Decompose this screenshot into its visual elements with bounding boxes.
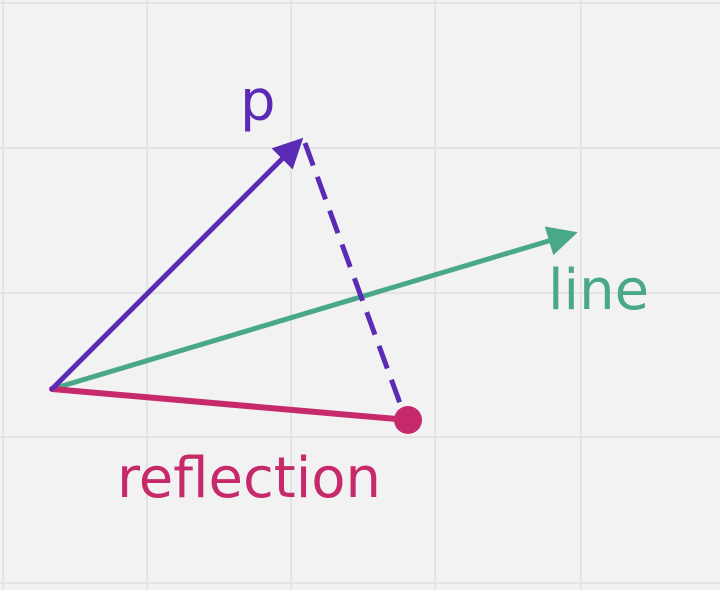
p-label: p bbox=[240, 69, 276, 134]
p-vector bbox=[49, 137, 304, 392]
reflection-vector bbox=[49, 386, 411, 423]
line-vector bbox=[49, 226, 578, 392]
reflection-dashed-segment bbox=[302, 142, 408, 418]
line-label: line bbox=[548, 258, 649, 323]
reflection-point bbox=[394, 406, 422, 434]
reflection-label: reflection bbox=[117, 446, 381, 511]
